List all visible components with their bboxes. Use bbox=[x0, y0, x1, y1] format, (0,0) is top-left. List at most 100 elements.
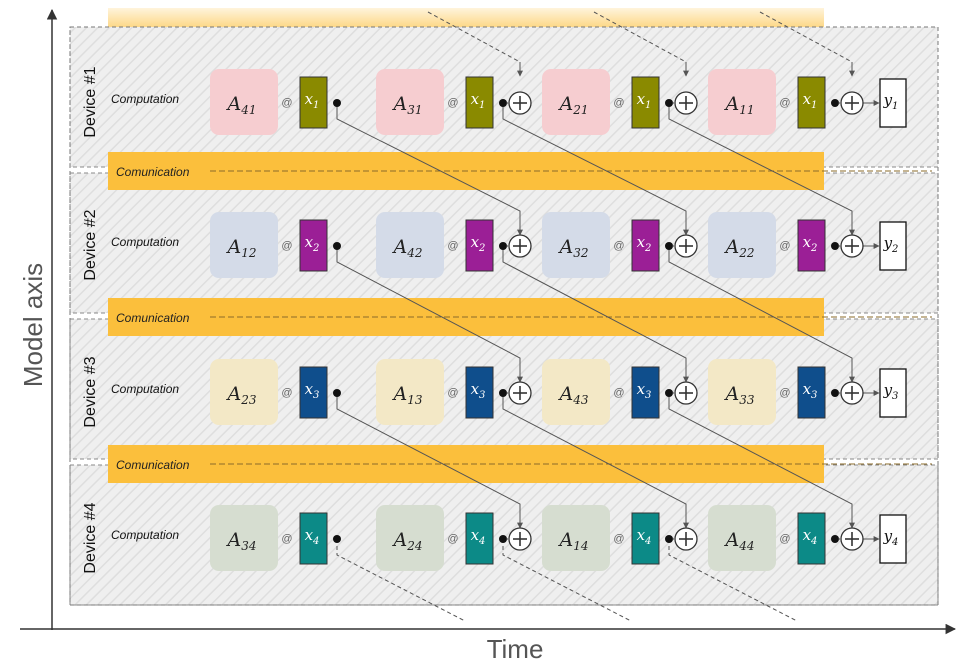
vector-block bbox=[631, 76, 660, 129]
matrix-block-label: A11 bbox=[723, 93, 754, 117]
matrix-block-label: A24 bbox=[391, 529, 422, 553]
outgoing-dashed-arrow bbox=[336, 539, 466, 622]
vector-label: x1 bbox=[637, 90, 652, 111]
transfer-arrow bbox=[336, 246, 523, 383]
vector-label: x2 bbox=[637, 233, 652, 254]
output-dot bbox=[831, 535, 839, 543]
vector-block bbox=[465, 366, 494, 419]
output-dot bbox=[831, 99, 839, 107]
vector-label: x3 bbox=[471, 380, 486, 401]
incoming-dashed-arrow bbox=[427, 11, 521, 63]
transfer-arrow bbox=[336, 393, 523, 529]
matmul-symbol: @ bbox=[447, 240, 458, 252]
matmul-symbol: @ bbox=[447, 97, 458, 109]
matrix-block bbox=[210, 359, 278, 425]
vector-label: x3 bbox=[637, 380, 652, 401]
matrix-block bbox=[210, 69, 278, 135]
x-axis-label: Time bbox=[487, 634, 544, 664]
matmul-symbol: @ bbox=[613, 387, 624, 399]
output-dot bbox=[831, 389, 839, 397]
vector-block bbox=[465, 76, 494, 129]
transfer-arrow bbox=[668, 246, 855, 383]
output-vector-label: y2 bbox=[883, 234, 899, 255]
output-dot bbox=[333, 242, 341, 250]
vector-label: x1 bbox=[471, 90, 486, 111]
incoming-dashed-arrow bbox=[759, 11, 853, 63]
matrix-block bbox=[376, 359, 444, 425]
matrix-block bbox=[708, 212, 776, 278]
matmul-symbol: @ bbox=[779, 97, 790, 109]
output-dot bbox=[499, 99, 507, 107]
matrix-block-label: A33 bbox=[723, 383, 754, 407]
vector-block bbox=[299, 366, 328, 419]
transfer-arrow bbox=[668, 393, 855, 529]
output-vector-label: y3 bbox=[883, 381, 899, 402]
transfer-arrow bbox=[502, 246, 689, 383]
vector-block bbox=[631, 512, 660, 565]
matmul-symbol: @ bbox=[281, 533, 292, 545]
vector-block bbox=[797, 366, 826, 419]
transfer-arrow bbox=[336, 103, 523, 236]
vector-block bbox=[631, 219, 660, 272]
output-dot bbox=[333, 99, 341, 107]
matmul-symbol: @ bbox=[613, 533, 624, 545]
vector-label: x1 bbox=[803, 90, 818, 111]
vector-block bbox=[299, 512, 328, 565]
incoming-dashed-arrow bbox=[593, 11, 687, 63]
computation-label: Computation bbox=[111, 382, 179, 396]
matrix-block-label: A12 bbox=[225, 236, 256, 260]
matrix-block-label: A32 bbox=[557, 236, 588, 260]
vector-label: x2 bbox=[305, 233, 320, 254]
vector-label: x2 bbox=[803, 233, 818, 254]
matrix-block-label: A43 bbox=[557, 383, 588, 407]
vector-block bbox=[465, 512, 494, 565]
transfer-arrow bbox=[502, 393, 689, 529]
output-dot bbox=[499, 535, 507, 543]
vector-block bbox=[797, 219, 826, 272]
output-dot bbox=[333, 535, 341, 543]
computation-label: Computation bbox=[111, 92, 179, 106]
vector-block bbox=[797, 76, 826, 129]
output-dot bbox=[665, 242, 673, 250]
matrix-block bbox=[542, 505, 610, 571]
vector-label: x4 bbox=[803, 526, 818, 547]
output-dot bbox=[831, 242, 839, 250]
output-vector-label: y4 bbox=[883, 527, 899, 548]
outgoing-dashed-arrow bbox=[502, 539, 632, 622]
matmul-symbol: @ bbox=[281, 387, 292, 399]
transfer-arrow bbox=[502, 103, 689, 236]
output-dot bbox=[665, 535, 673, 543]
output-vector bbox=[879, 514, 907, 564]
output-vector bbox=[879, 221, 907, 271]
matrix-block bbox=[376, 505, 444, 571]
output-vector bbox=[879, 368, 907, 418]
matrix-block-label: A13 bbox=[391, 383, 422, 407]
communication-label: Comunication bbox=[116, 165, 190, 179]
output-dot bbox=[333, 389, 341, 397]
matrix-block bbox=[542, 359, 610, 425]
transfer-arrow bbox=[668, 103, 855, 236]
matmul-symbol: @ bbox=[447, 533, 458, 545]
matrix-block bbox=[708, 69, 776, 135]
output-vector bbox=[879, 78, 907, 128]
matrix-block-label: A23 bbox=[225, 383, 256, 407]
vector-block bbox=[465, 219, 494, 272]
vector-label: x3 bbox=[803, 380, 818, 401]
matrix-block-label: A41 bbox=[225, 93, 256, 117]
matrix-block bbox=[708, 505, 776, 571]
output-dot bbox=[665, 389, 673, 397]
vector-block bbox=[299, 219, 328, 272]
matrix-block bbox=[210, 212, 278, 278]
vector-label: x2 bbox=[471, 233, 486, 254]
matmul-symbol: @ bbox=[613, 240, 624, 252]
computation-label: Computation bbox=[111, 235, 179, 249]
matrix-block bbox=[708, 359, 776, 425]
matmul-symbol: @ bbox=[779, 387, 790, 399]
matmul-symbol: @ bbox=[779, 533, 790, 545]
matrix-block-label: A14 bbox=[557, 529, 588, 553]
vector-label: x4 bbox=[637, 526, 652, 547]
device-label-4: Device #4 bbox=[82, 502, 99, 573]
matrix-block bbox=[210, 505, 278, 571]
matrix-block-label: A21 bbox=[557, 93, 588, 117]
